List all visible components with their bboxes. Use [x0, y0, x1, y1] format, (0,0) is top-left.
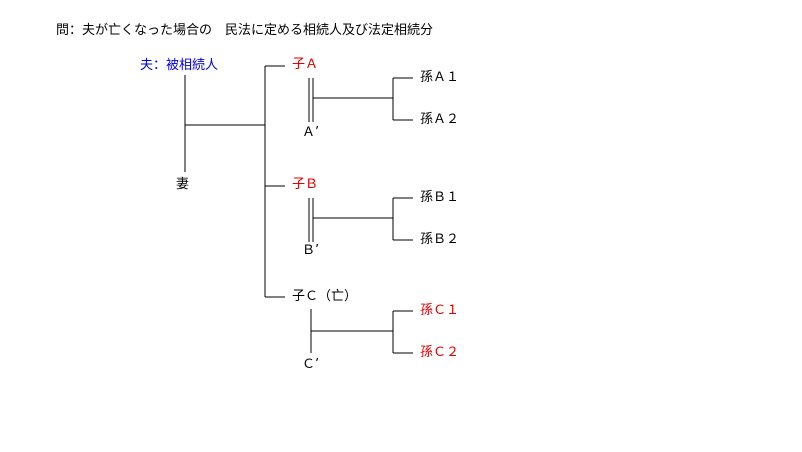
child-a-label: 子Ａ	[292, 57, 319, 72]
grandchild-a2-label: 孫Ａ２	[420, 112, 460, 127]
grandchild-c2-label: 孫Ｃ２	[420, 345, 460, 360]
spouse-c-label: Ｃ’	[302, 357, 320, 372]
grandchild-b1-label: 孫Ｂ１	[420, 190, 460, 205]
grandchild-a1-label: 孫Ａ１	[420, 70, 460, 85]
child-c-label: 子Ｃ（亡）	[292, 289, 358, 304]
grandchild-c1-label: 孫Ｃ１	[420, 303, 460, 318]
spouse-b-label: Ｂ’	[302, 243, 320, 258]
husband-label: 夫：被相続人	[140, 58, 219, 73]
page-title: 問：夫が亡くなった場合の 民法に定める相続人及び法定相続分	[56, 23, 434, 38]
wife-label: 妻	[176, 177, 190, 192]
child-b-label: 子Ｂ	[292, 177, 319, 192]
spouse-a-label: Ａ’	[302, 125, 320, 140]
grandchild-b2-label: 孫Ｂ２	[420, 232, 460, 247]
